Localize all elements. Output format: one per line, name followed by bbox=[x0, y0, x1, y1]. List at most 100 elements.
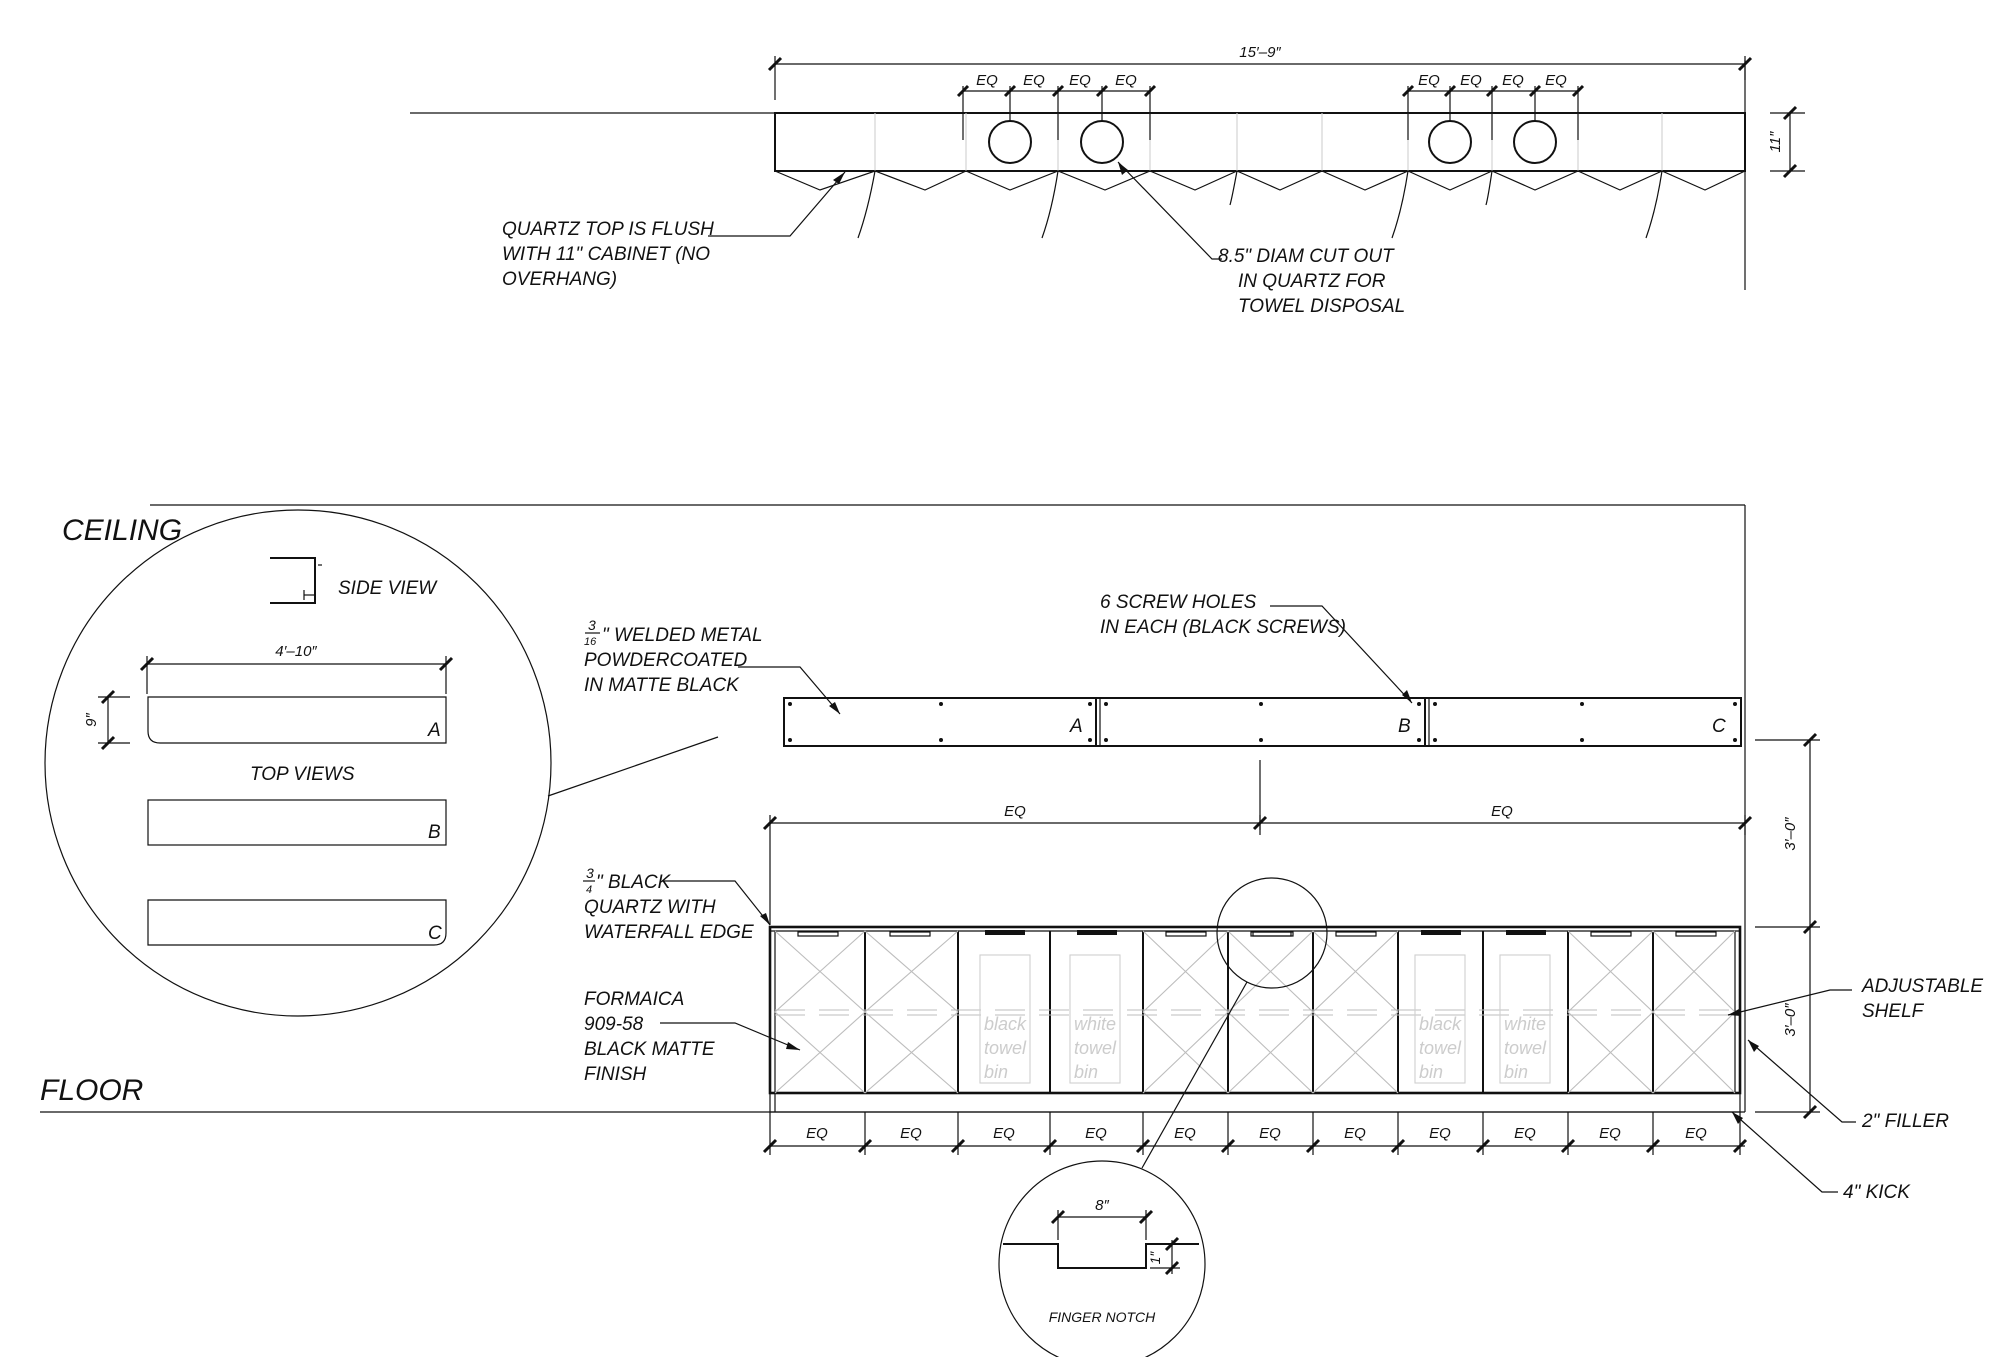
eq-label: EQ bbox=[1502, 72, 1524, 89]
note-cutout-line3: TOWEL DISPOSAL bbox=[1238, 296, 1405, 317]
lower-eq-dims: EQ EQ EQ EQ EQ EQ EQ EQ EQ EQ EQ bbox=[762, 1112, 1748, 1155]
panel-label-b: B bbox=[1398, 716, 1411, 737]
bin-text: bin bbox=[1074, 1062, 1098, 1082]
eq-label: EQ bbox=[1685, 1125, 1707, 1142]
eq-label: EQ bbox=[1491, 803, 1513, 820]
bin-text: bin bbox=[1504, 1062, 1528, 1082]
eq-label: EQ bbox=[1069, 72, 1091, 89]
depth-dim-text: 11″ bbox=[1767, 131, 1784, 153]
note-screws: 6 SCREW HOLES IN EACH (BLACK SCREWS) bbox=[1100, 592, 1413, 704]
top-view-panel-a bbox=[147, 696, 447, 744]
note-formaica-line1: FORMAICA bbox=[584, 989, 684, 1010]
eq-label: EQ bbox=[993, 1125, 1015, 1142]
note-flush-line2: WITH 11" CABINET (NO bbox=[502, 244, 710, 265]
note-formaica-line2: 909-58 bbox=[584, 1014, 644, 1035]
note-formaica-line4: FINISH bbox=[584, 1064, 647, 1085]
note-adjustable-shelf: ADJUSTABLE SHELF bbox=[1727, 976, 1983, 1022]
depth-dim-text: 9″ bbox=[83, 712, 100, 726]
detail-callout-leader bbox=[1141, 981, 1248, 1169]
door-swing-lines bbox=[774, 930, 1736, 1094]
detail-callout-circle bbox=[1216, 877, 1328, 989]
vertical-dims: 3′–0″ 3′–0″ bbox=[1755, 732, 1820, 1120]
top-views-label: TOP VIEWS bbox=[250, 764, 355, 785]
eq-label: EQ bbox=[1514, 1125, 1536, 1142]
note-kick-text: 4" KICK bbox=[1843, 1182, 1911, 1203]
note-screws-line1: 6 SCREW HOLES bbox=[1100, 592, 1257, 613]
top-plan-view: 15′–9″ EQ EQ EQ EQ bbox=[410, 44, 1805, 317]
ceiling-label: CEILING bbox=[62, 514, 182, 547]
note-flush-line1: QUARTZ TOP IS FLUSH bbox=[502, 219, 714, 240]
finger-notch-label: FINGER NOTCH bbox=[1049, 1309, 1156, 1325]
overall-dim-text: 15′–9″ bbox=[1239, 44, 1281, 61]
eq-label: EQ bbox=[806, 1125, 828, 1142]
bin-text: black bbox=[984, 1014, 1027, 1034]
quartz-top-plan bbox=[774, 112, 1746, 172]
notch-depth-text: 1″ bbox=[1147, 1251, 1163, 1265]
upper-eq-dims: EQ EQ bbox=[762, 803, 1753, 925]
panel-depth-dim: 9″ bbox=[83, 689, 130, 751]
cutout-2 bbox=[1080, 120, 1124, 164]
top-view-label-c: C bbox=[428, 923, 442, 944]
room-elevation: CEILING FLOOR bbox=[40, 504, 1746, 1113]
top-view-panel-c bbox=[147, 899, 447, 946]
bin-text: towel bbox=[1419, 1038, 1462, 1058]
towel-bins: black towel bin white towel bin black to… bbox=[979, 954, 1551, 1084]
eq-label: EQ bbox=[1174, 1125, 1196, 1142]
fraction-den: 16 bbox=[584, 636, 597, 648]
note-metal: 3 16 " WELDED METAL POWDERCOATED IN MATT… bbox=[584, 617, 841, 715]
note-quartz: 3 4 " BLACK QUARTZ WITH WATERFALL EDGE bbox=[583, 865, 771, 943]
eq-label: EQ bbox=[1418, 72, 1440, 89]
bin-black-1 bbox=[979, 954, 1031, 1084]
adjustable-shelf-lines bbox=[775, 1009, 1735, 1016]
eq-label: EQ bbox=[1085, 1125, 1107, 1142]
note-shelf-line1: ADJUSTABLE bbox=[1861, 976, 1983, 997]
toe-kick bbox=[769, 1092, 1741, 1113]
note-formaica: FORMAICA 909-58 BLACK MATTE FINISH bbox=[584, 989, 801, 1085]
side-view-label: SIDE VIEW bbox=[338, 578, 438, 599]
metal-panel-outline bbox=[783, 697, 1742, 747]
note-metal-line2: POWDERCOATED bbox=[584, 650, 748, 671]
notch-width-text: 8″ bbox=[1095, 1197, 1109, 1214]
bin-text: black bbox=[1419, 1014, 1462, 1034]
eq-dims-right: EQ EQ EQ EQ bbox=[1401, 72, 1585, 140]
eq-dims-left: EQ EQ EQ EQ bbox=[956, 72, 1157, 140]
eq-label: EQ bbox=[1599, 1125, 1621, 1142]
note-flush: QUARTZ TOP IS FLUSH WITH 11" CABINET (NO… bbox=[502, 171, 846, 290]
bin-text: bin bbox=[1419, 1062, 1443, 1082]
top-view-label-a: A bbox=[427, 720, 441, 741]
note-filler-text: 2" FILLER bbox=[1861, 1111, 1949, 1132]
floor-label: FLOOR bbox=[40, 1074, 143, 1107]
plan-door-swings bbox=[774, 170, 1746, 239]
towel-disposal-cutouts bbox=[988, 120, 1557, 164]
eq-label: EQ bbox=[900, 1125, 922, 1142]
metal-panel: A B C 3 16 " WELDED METAL POWDERCOATED I… bbox=[584, 592, 1742, 830]
note-cutout: 8.5" DIAM CUT OUT IN QUARTZ FOR TOWEL DI… bbox=[1117, 161, 1405, 317]
eq-label: EQ bbox=[1115, 72, 1137, 89]
bin-black-2 bbox=[1414, 954, 1466, 1084]
note-formaica-line3: BLACK MATTE bbox=[584, 1039, 715, 1060]
note-quartz-line3: WATERFALL EDGE bbox=[584, 922, 754, 943]
overall-dimension: 15′–9″ bbox=[767, 44, 1753, 100]
note-screws-line2: IN EACH (BLACK SCREWS) bbox=[1100, 617, 1346, 638]
width-dim-text: 4′–10″ bbox=[275, 643, 317, 660]
lower-dim-text: 3′–0″ bbox=[1782, 1003, 1799, 1037]
fraction-num: 3 bbox=[588, 617, 596, 633]
cutout-4 bbox=[1513, 120, 1557, 164]
depth-dimension: 11″ bbox=[1767, 105, 1805, 179]
eq-label: EQ bbox=[1460, 72, 1482, 89]
finger-notch-circle bbox=[998, 1160, 1206, 1357]
eq-label: EQ bbox=[1429, 1125, 1451, 1142]
cutout-3 bbox=[1428, 120, 1472, 164]
note-metal-line3: IN MATTE BLACK bbox=[584, 675, 740, 696]
note-cutout-line2: IN QUARTZ FOR bbox=[1238, 271, 1386, 292]
side-view-symbol bbox=[270, 557, 322, 604]
plan-cabinet-divisions bbox=[874, 113, 1663, 171]
detail-circle: SIDE VIEW 4′–10″ 9″ A TOP VIEWS B C bbox=[44, 509, 719, 1017]
eq-label: EQ bbox=[976, 72, 998, 89]
note-quartz-line1: " BLACK bbox=[596, 872, 672, 893]
top-view-label-b: B bbox=[428, 822, 441, 843]
note-metal-line1: " WELDED METAL bbox=[602, 625, 763, 646]
eq-label: EQ bbox=[1344, 1125, 1366, 1142]
panel-label-c: C bbox=[1712, 716, 1726, 737]
